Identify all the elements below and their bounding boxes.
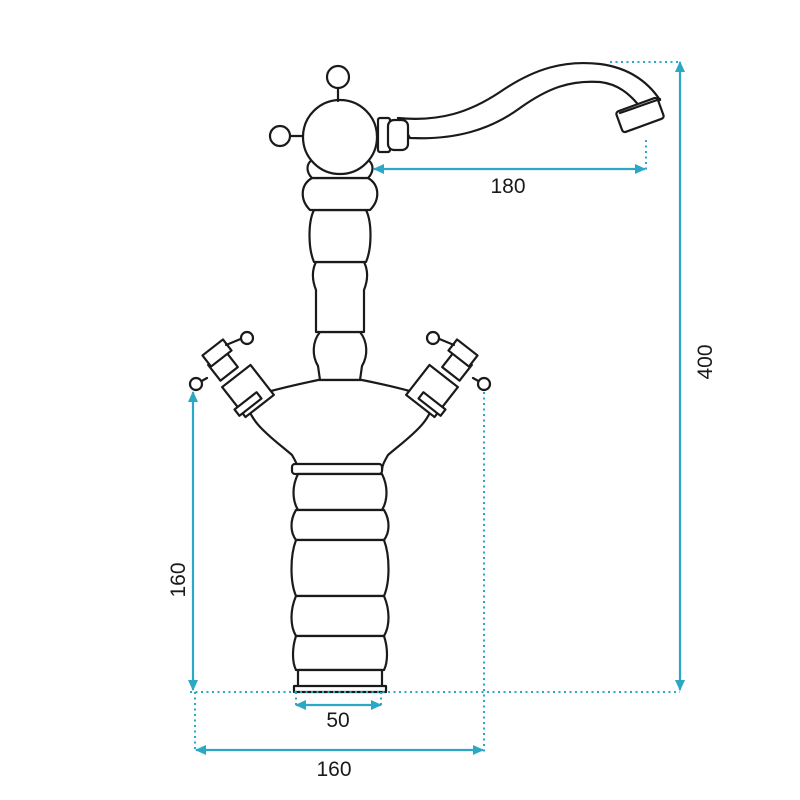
base-diameter-label: 50 [326, 709, 349, 732]
dimension-lines [188, 61, 685, 755]
left-valve [188, 330, 275, 419]
lower-body [188, 330, 492, 472]
base-column [290, 462, 390, 694]
dimension-labels: 180 400 160 50 160 [167, 175, 717, 781]
total-height-label: 400 [694, 344, 717, 379]
handle-span-label: 160 [316, 758, 351, 781]
right-valve [405, 330, 492, 419]
mixer-head [268, 64, 379, 176]
spout [376, 61, 665, 154]
upper-column [301, 158, 379, 382]
aerator [615, 96, 665, 134]
faucet-outline [188, 61, 665, 694]
spout-reach-label: 180 [490, 175, 525, 198]
body-height-label: 160 [167, 562, 190, 597]
